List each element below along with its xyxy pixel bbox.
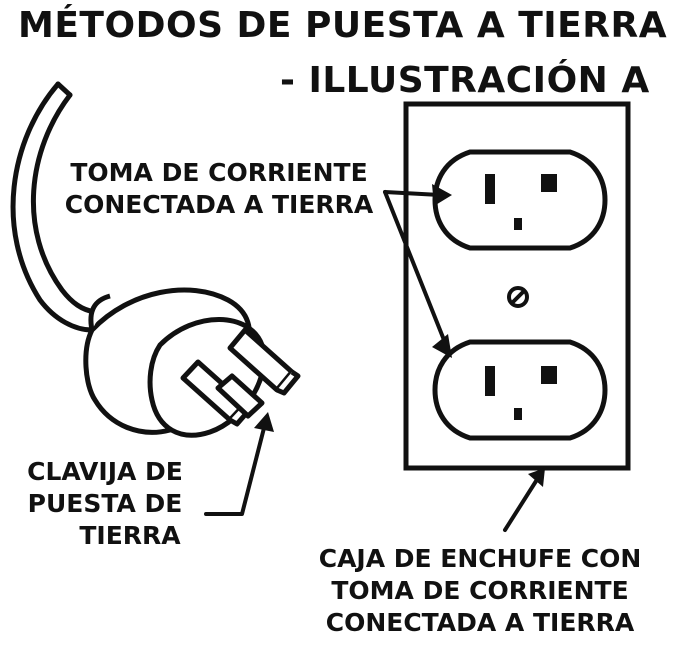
screw-icon [507,286,529,308]
label-ground-pin-line-2: PUESTA DE [27,489,183,518]
label-outlet-box-line-2: TOMA DE CORRIENTE [331,576,629,605]
ground-pin [215,373,265,419]
leader-arrows [204,190,540,532]
label-ground-pin: CLAVIJA DE PUESTA DE TIERRA [10,456,200,552]
diagram-title-line-1: MÉTODOS DE PUESTA A TIERRA [18,5,668,46]
label-grounded-outlet-line-1: TOMA DE CORRIENTE [70,158,368,187]
label-ground-pin-line-1: CLAVIJA DE [27,457,183,486]
label-outlet-box: CAJA DE ENCHUFE CON TOMA DE CORRIENTE CO… [305,543,655,639]
power-cord [10,81,98,333]
label-grounded-outlet: TOMA DE CORRIENTE CONECTADA A TIERRA [44,157,394,221]
label-grounded-outlet-line-2: CONECTADA A TIERRA [64,190,374,219]
plug-prongs [180,327,301,427]
label-outlet-box-line-1: CAJA DE ENCHUFE CON [318,544,642,573]
receptacle-lower [432,339,608,441]
diagram-title-line-2: - ILLUSTRACIÓN A [280,60,650,101]
label-outlet-box-line-3: CONECTADA A TIERRA [325,608,635,637]
label-ground-pin-line-3: TIERRA [79,521,181,550]
arrowheads [254,184,545,487]
receptacle-upper [432,149,608,251]
